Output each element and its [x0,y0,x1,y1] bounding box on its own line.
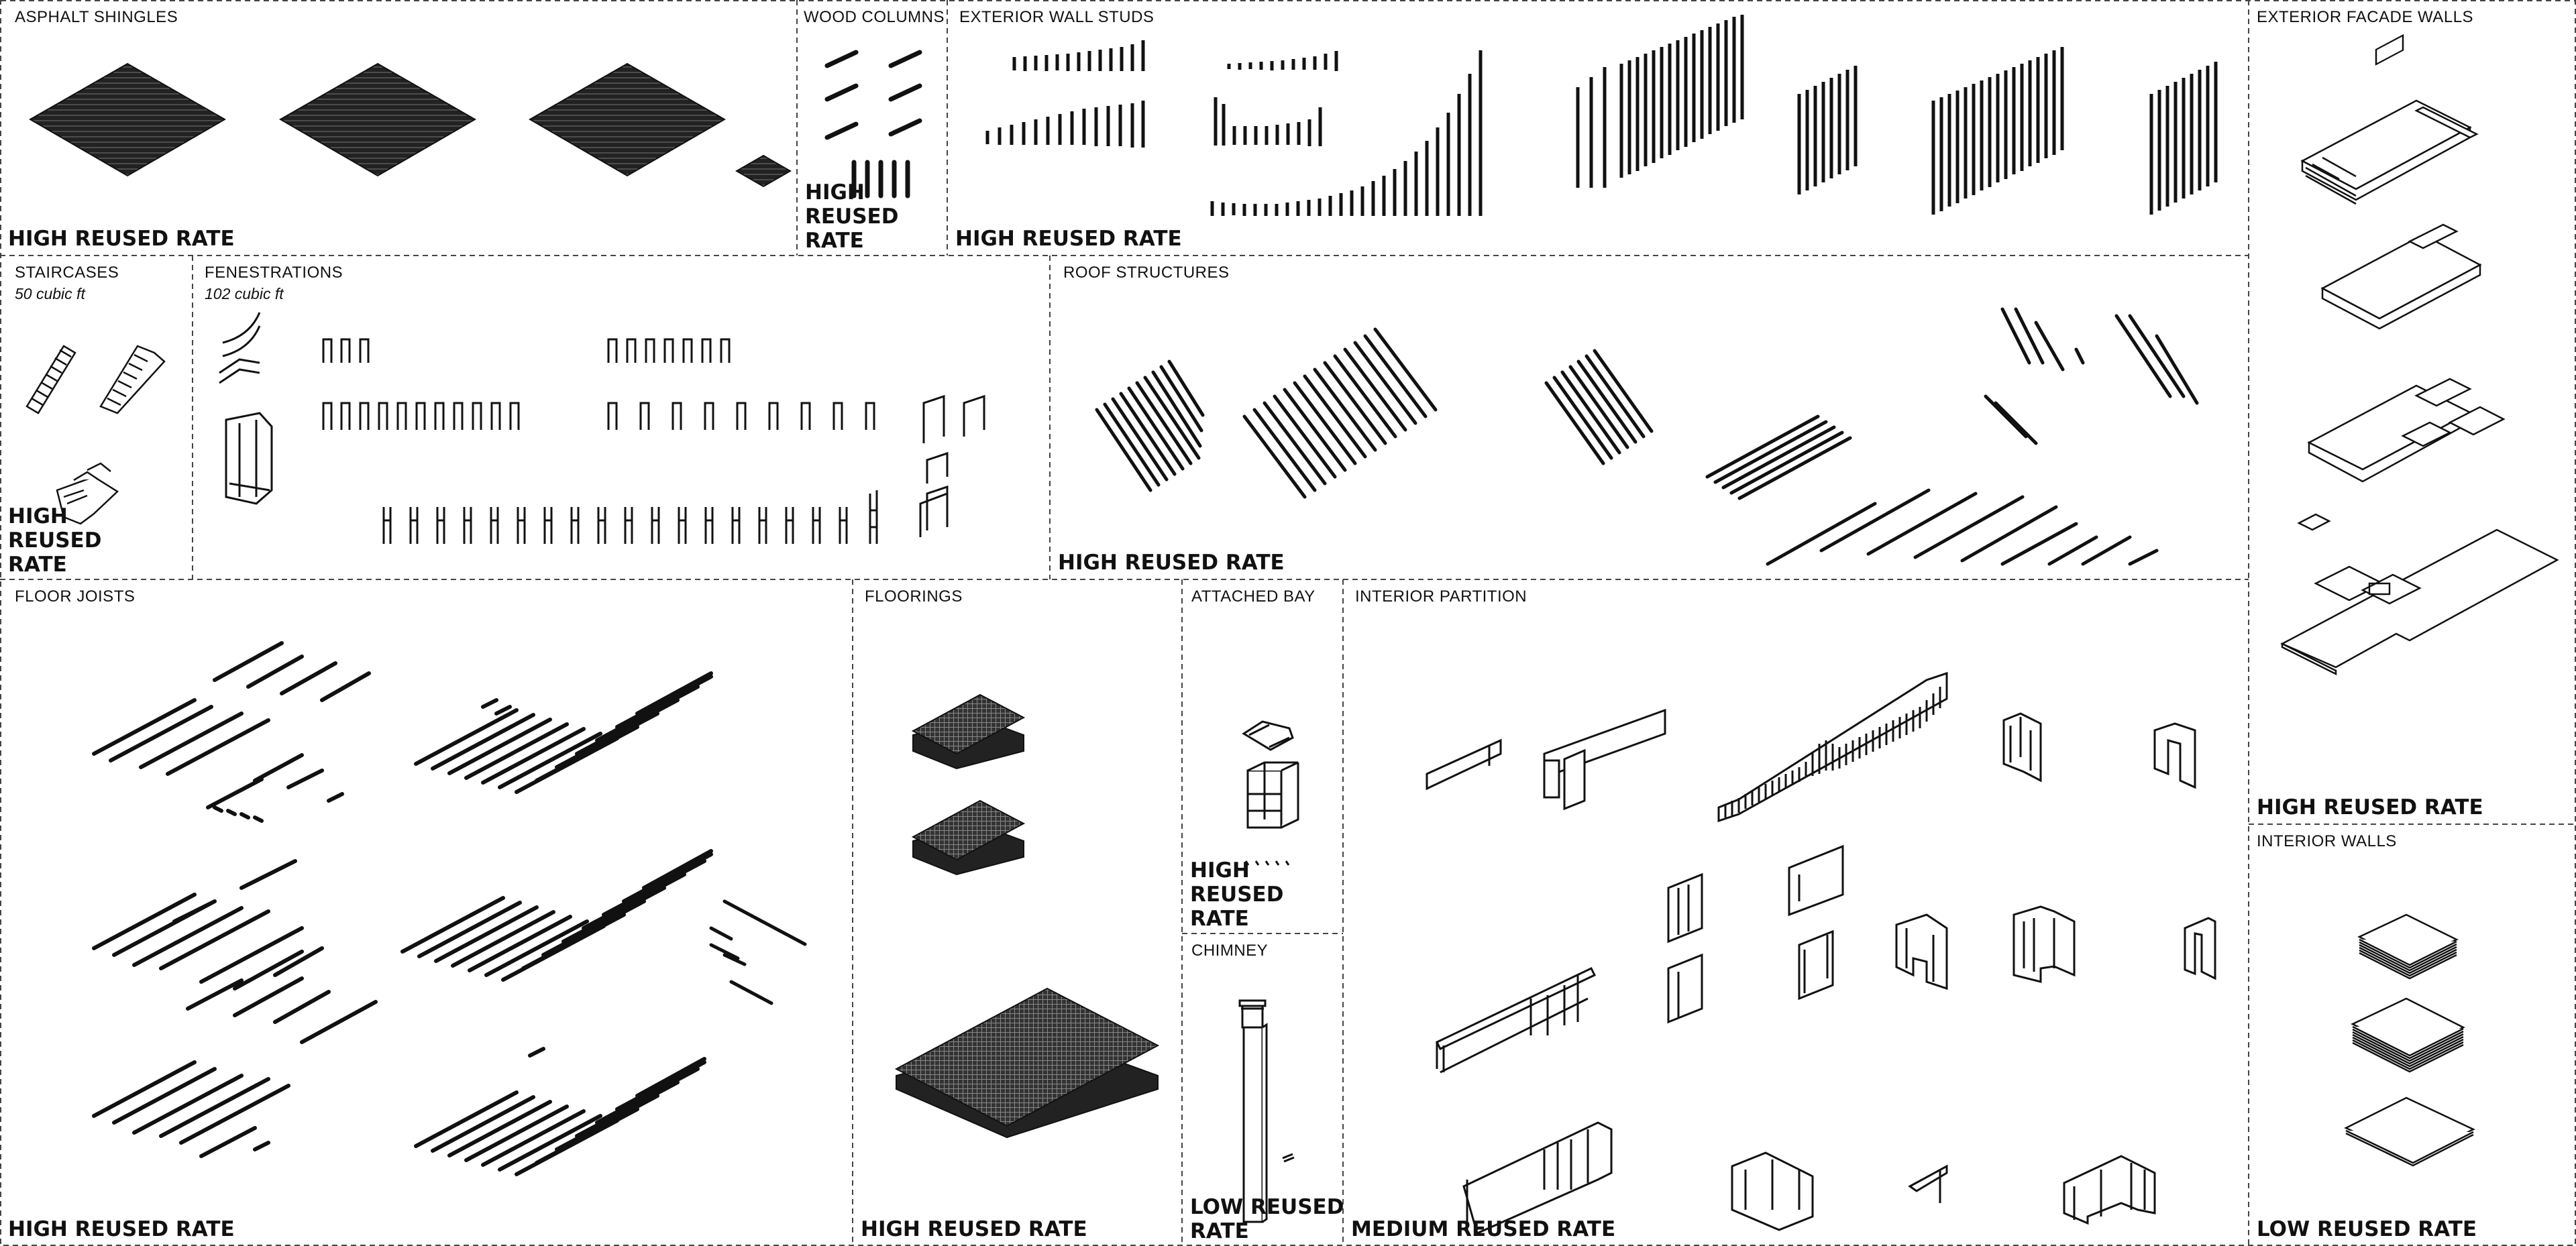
panel-wood-columns: WOOD COLUMNS HIGH REUSED RATE [797,0,947,256]
chimney-drawing [1238,999,1295,1223]
wall-studs-drawing [985,15,2218,216]
attached-bay-drawing [1242,720,1299,866]
reuse-rate-label: HIGH REUSED RATE [2257,795,2483,819]
facade-walls-drawing [2280,34,2559,676]
panel-title: ROOF STRUCTURES [1063,264,1230,282]
panel-title: FLOORINGS [865,587,963,606]
asphalt-shingles-drawing [28,62,792,188]
interior-partition-drawing [1426,671,2216,1235]
reuse-rate-label: HIGH REUSED RATE [8,227,235,251]
volume-label: 102 cubic ft [205,285,284,302]
panel-title: INTERIOR WALLS [2257,832,2397,850]
panel-attached-bay: ATTACHED BAY HIGH REUSED RATE [1182,579,1343,933]
wood-columns-drawing [824,50,922,199]
panel-exterior-facade-walls: EXTERIOR FACADE WALLS HIGH REUSED RATE [2249,0,2576,824]
panel-title: FENESTRATIONS [205,264,343,282]
panel-interior-walls: INTERIOR WALLS LOW REUSED RATE [2249,824,2576,1246]
panel-title: EXTERIOR FACADE WALLS [2257,8,2474,26]
panel-exterior-wall-studs: EXTERIOR WALL STUDS HIGH REUSED RATE [947,0,2249,256]
reuse-rate-label: LOW REUSED RATE [2257,1217,2477,1241]
reuse-rate-label: LOW REUSED RATE [1190,1195,1343,1243]
panel-title: EXTERIOR WALL STUDS [959,8,1155,26]
interior-walls-drawing [2344,913,2475,1167]
panel-floorings: FLOORINGS HIGH REUSED RATE [853,579,1182,1246]
panel-title: CHIMNEY [1191,942,1269,960]
panel-staircases: STAIRCASES 50 cubic ft HIGH REUSED RATE [0,256,193,579]
reuse-rate-label: MEDIUM REUSED RATE [1351,1217,1616,1241]
reuse-rate-label: HIGH REUSED RATE [955,227,1182,251]
panel-interior-partition: INTERIOR PARTITION [1343,579,2249,1246]
floor-joists-drawing [92,641,807,1176]
panel-floor-joists: FLOOR JOISTS HIGH REUSED RATE [0,579,853,1246]
volume-label: 50 cubic ft [15,285,85,302]
panel-fenestrations: FENESTRATIONS 102 cubic ft [193,256,1050,579]
reuse-rate-label: HIGH REUSED RATE [805,180,899,253]
roof-structures-drawing [1095,307,2199,566]
fenestrations-drawing [219,312,985,544]
floorings-drawing [894,693,1160,1139]
reuse-rate-label: HIGH REUSED RATE [861,1217,1087,1241]
panel-roof-structures: ROOF STRUCTURES HIGH REUSED RATE [1050,256,2249,579]
reuse-rate-label: HIGH REUSED RATE [1058,551,1285,575]
reuse-rate-label: HIGH REUSED RATE [8,1217,235,1241]
panel-title: ATTACHED BAY [1191,587,1316,606]
panel-title: ASPHALT SHINGLES [15,8,178,26]
panel-title: WOOD COLUMNS [804,8,945,26]
panel-title: STAIRCASES [15,264,119,282]
panel-title: FLOOR JOISTS [15,587,136,606]
panel-asphalt-shingles: ASPHALT SHINGLES HIGH REUSED RATE [0,0,797,256]
panel-title: INTERIOR PARTITION [1355,587,1527,606]
reuse-rate-label: HIGH REUSED RATE [8,504,102,577]
staircases-drawing [25,345,166,525]
panel-chimney: CHIMNEY LOW REUSED RATE [1182,933,1343,1246]
reuse-rate-label: HIGH REUSED RATE [1190,858,1284,931]
